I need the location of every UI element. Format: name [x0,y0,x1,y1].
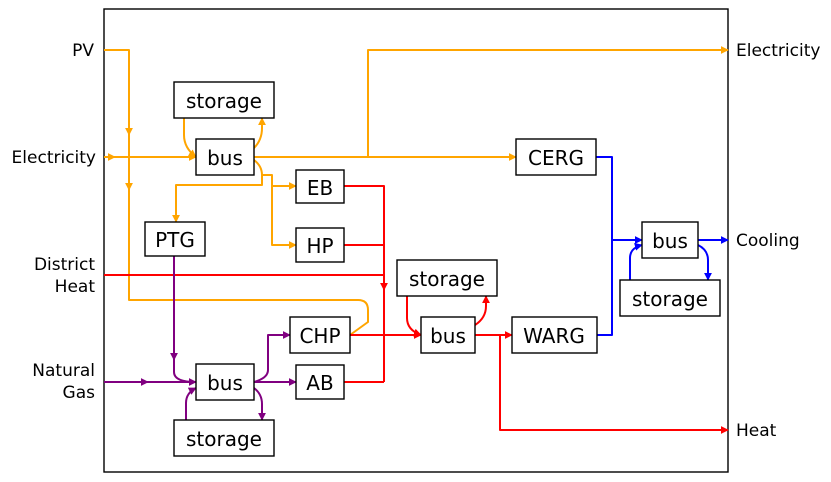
output-label-cooling: Cooling [736,231,800,251]
node-label: WARG [523,324,585,348]
ptg-node: PTG [144,221,206,257]
ab-node: AB [295,364,345,400]
node-label: storage [186,427,262,451]
heat-storage-node: storage [396,259,498,297]
node-label: EB [307,176,333,200]
input-label-pv: PV [72,41,94,61]
chp-node: CHP [289,316,351,354]
eb-node: EB [295,169,345,204]
input-label-natural-gas-line2: Gas [63,383,96,403]
gas-flows [104,256,297,421]
cooling-flows [596,156,729,336]
cooling-storage-node: storage [619,279,721,317]
node-label: CERG [528,146,584,170]
node-label: AB [306,371,333,395]
heat-bus-node: bus [420,316,476,354]
node-label: CHP [299,324,340,348]
input-label-natural-gas-line1: Natural [32,361,95,381]
node-label: bus [652,229,688,253]
node-label: storage [409,267,485,291]
hp-node: HP [295,227,345,263]
electricity-flows [104,46,729,336]
output-label-electricity: Electricity [736,41,820,61]
cerg-node: CERG [515,138,597,176]
cooling-bus-node: bus [641,221,699,259]
warg-node: WARG [511,316,598,354]
node-label: PTG [155,228,195,252]
node-label: bus [207,146,243,170]
gas-bus-node: bus [195,363,255,401]
node-label: storage [632,287,708,311]
gas-storage-node: storage [173,419,275,457]
heat-flows [104,185,729,434]
node-label: storage [186,89,262,113]
node-label: bus [430,324,466,348]
electricity-bus-node: bus [195,138,255,176]
electricity-storage-node: storage [173,81,275,119]
output-label-heat: Heat [736,421,777,441]
input-label-electricity: Electricity [12,148,96,168]
node-label: bus [207,371,243,395]
input-label-district-heat-line1: District [34,255,95,275]
input-label-district-heat-line2: Heat [55,277,96,297]
node-label: HP [306,234,333,258]
